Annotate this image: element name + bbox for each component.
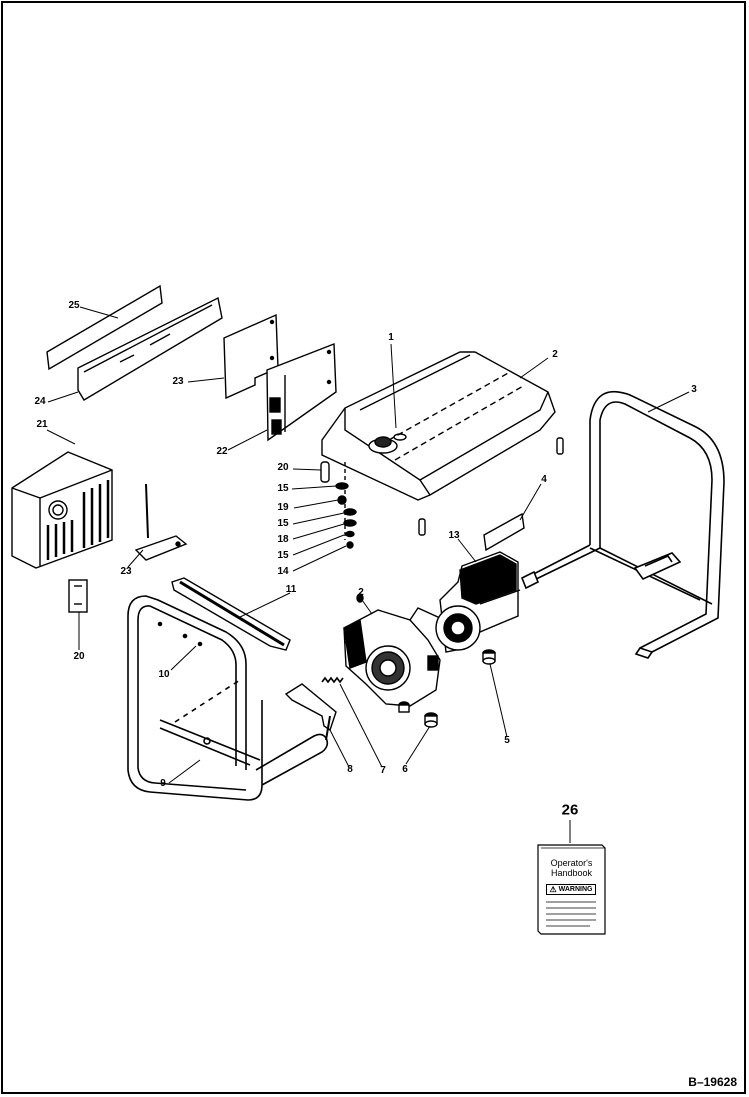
part-bracket-21 [134, 483, 188, 561]
part-fasteners-14-18 [320, 461, 357, 549]
part-generator-13 [435, 551, 521, 653]
part-fuel-tank-2 [321, 351, 564, 536]
callout-26: 26 [561, 801, 579, 819]
callout-22: 22 [216, 446, 228, 457]
part-muffler-cover-20 [11, 451, 113, 569]
warning-triangle-icon: ⚠ [549, 885, 557, 894]
callout-15c: 15 [277, 550, 289, 561]
callout-25: 25 [68, 300, 80, 311]
callout-20: 21 [36, 419, 48, 430]
callout-11: 11 [285, 584, 297, 595]
callout-8: 8 [347, 764, 353, 775]
callout-18: 20 [277, 462, 289, 473]
callout-6: 6 [402, 764, 408, 775]
part-bracket-19 [68, 579, 88, 613]
callout-3: 3 [691, 384, 697, 395]
part-spring-7 [321, 676, 344, 684]
callout-5: 5 [504, 735, 510, 746]
callout-24: 24 [34, 396, 46, 407]
part-bracket-8 [284, 683, 337, 741]
callout-9: 9 [160, 778, 166, 789]
part-mount-5 [482, 649, 496, 665]
part-mount-6 [398, 701, 438, 728]
callout-15a: 15 [277, 483, 289, 494]
callout-1: 1 [388, 332, 394, 343]
callout-14: 14 [277, 566, 289, 577]
callout-2-engine: 2 [358, 587, 364, 598]
handbook-title-line1: Operator's [550, 858, 593, 868]
part-frame-9 [127, 595, 329, 801]
part-decal-4 [483, 512, 525, 552]
callout-23: 23 [172, 376, 184, 387]
callout-17: 19 [277, 502, 289, 513]
part-engine [343, 593, 445, 707]
handbook-warning-label: ⚠ WARNING [546, 884, 596, 895]
callout-15b: 15 [277, 518, 289, 529]
part-control-panel-23 [223, 313, 279, 400]
operators-handbook-26 [537, 844, 606, 935]
part-panel-22 [266, 342, 337, 442]
callout-4: 4 [541, 474, 547, 485]
part-rear-panel-24 [77, 296, 223, 401]
callout-19: 20 [73, 651, 85, 662]
leader-lines [46, 306, 690, 843]
part-rail-11 [171, 577, 291, 651]
part-frame-3 [520, 390, 725, 659]
handbook-title-line2: Handbook [550, 868, 593, 878]
figure-id: B–19628 [688, 1075, 737, 1089]
callout-10: 10 [158, 669, 170, 680]
part-decal-25 [46, 284, 163, 371]
callout-16: 18 [277, 534, 289, 545]
callout-21: 23 [120, 566, 132, 577]
callout-2: 2 [552, 349, 558, 360]
callout-13: 13 [448, 530, 460, 541]
callout-7: 7 [380, 765, 386, 776]
handbook-warning-text: WARNING [558, 886, 593, 893]
